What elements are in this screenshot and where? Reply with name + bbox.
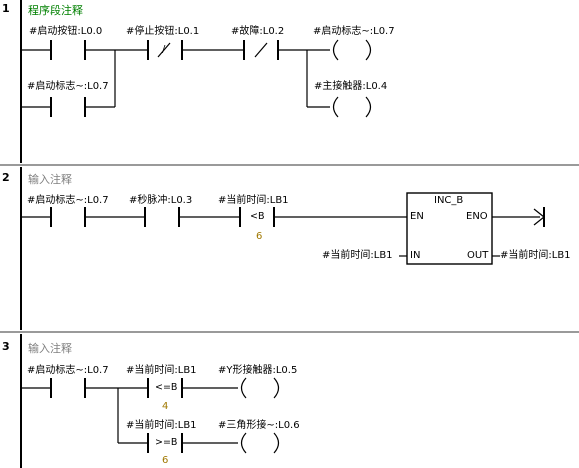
compare-operand-current-time[interactable]: #当前时间:LB1: [126, 365, 197, 376]
compare-operand-current-time[interactable]: #当前时间:LB1: [218, 195, 289, 206]
network-number: 3: [2, 340, 10, 353]
coil-operand-y-contactor[interactable]: #Y形接触器:L0.5: [218, 365, 298, 376]
contact-operand-stop-button[interactable]: #停止按钮:L0.1: [126, 26, 200, 37]
coil-operand-delta-contactor[interactable]: #三角形接~:L0.6: [218, 420, 300, 431]
contact-operand-start-button[interactable]: #启动按钮:L0.0: [29, 26, 103, 37]
network-separator-1: [0, 164, 579, 166]
network-comment[interactable]: 程序段注释: [28, 4, 83, 17]
contact-operand-fault[interactable]: #故障:L0.2: [231, 26, 285, 37]
compare-value[interactable]: 6: [256, 231, 263, 242]
contact-operand-start-flag[interactable]: #启动标志~:L0.7: [27, 365, 109, 376]
network-comment[interactable]: 输入注释: [28, 173, 72, 186]
compare-value[interactable]: 4: [162, 401, 169, 412]
contact-symbol-nc-1: /: [162, 44, 166, 55]
block-out-operand[interactable]: #当前时间:LB1: [500, 250, 571, 261]
compare-value[interactable]: 6: [162, 455, 169, 466]
coil-operand-main-contactor[interactable]: #主接触器:L0.4: [314, 81, 388, 92]
coil-operand-start-flag[interactable]: #启动标志~:L0.7: [313, 26, 395, 37]
block-pin-out: OUT: [467, 250, 489, 261]
network-separator-2: [0, 331, 579, 333]
contact-operand-start-flag[interactable]: #启动标志~:L0.7: [27, 195, 109, 206]
block-pin-en: EN: [410, 211, 424, 222]
compare-operand-current-time[interactable]: #当前时间:LB1: [126, 420, 197, 431]
block-title: INC_B: [434, 195, 464, 206]
compare-operator: >=B: [155, 437, 178, 448]
network-number: 1: [2, 2, 10, 15]
network-comment[interactable]: 输入注释: [28, 342, 72, 355]
compare-operator: <B: [250, 211, 265, 222]
block-in-operand[interactable]: #当前时间:LB1: [322, 250, 393, 261]
block-pin-eno: ENO: [466, 211, 488, 222]
contact-operand-second-pulse[interactable]: #秒脉冲:L0.3: [129, 195, 193, 206]
network-number: 2: [2, 171, 10, 184]
contact-operand-start-flag[interactable]: #启动标志~:L0.7: [27, 81, 109, 92]
block-pin-in: IN: [410, 250, 421, 261]
compare-operator: <=B: [155, 382, 178, 393]
